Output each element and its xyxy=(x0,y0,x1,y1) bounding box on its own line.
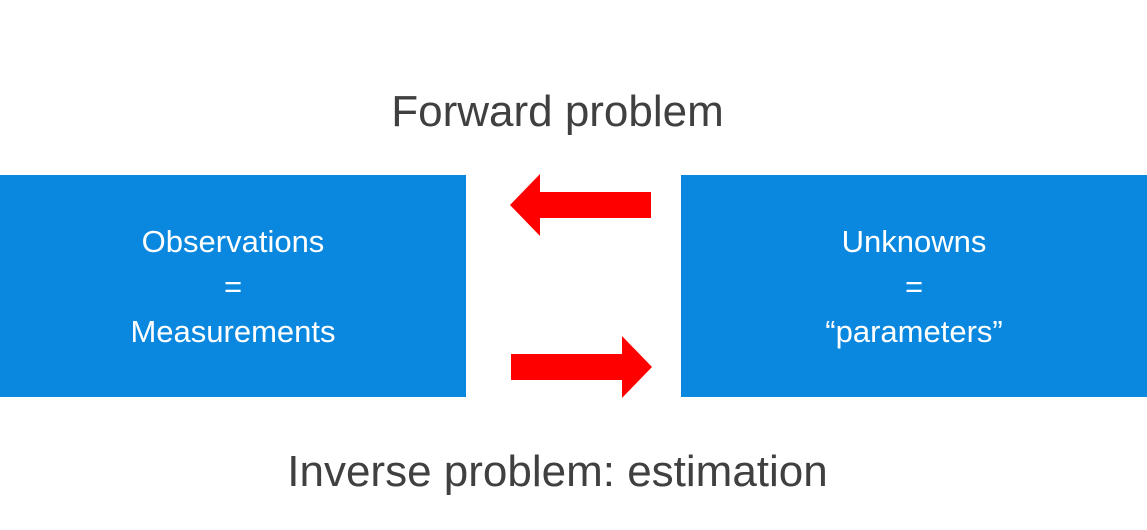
observations-box: Observations = Measurements xyxy=(0,175,466,397)
inverse-problem-caption: Inverse problem: estimation xyxy=(287,447,828,496)
inverse-arrow-shape xyxy=(511,336,652,398)
observations-equals: = xyxy=(223,268,243,304)
observations-label: Observations xyxy=(141,223,325,259)
unknowns-label: Unknowns xyxy=(841,223,987,259)
inverse-arrow-right-icon xyxy=(511,336,652,398)
unknowns-box: Unknowns = “parameters” xyxy=(681,175,1147,397)
forward-arrow-shape xyxy=(510,174,651,236)
forward-arrow-left-icon xyxy=(510,174,651,236)
unknowns-equals: = xyxy=(904,268,924,304)
forward-problem-caption: Forward problem xyxy=(391,87,724,136)
parameters-label: “parameters” xyxy=(825,313,1003,349)
measurements-label: Measurements xyxy=(130,313,336,349)
